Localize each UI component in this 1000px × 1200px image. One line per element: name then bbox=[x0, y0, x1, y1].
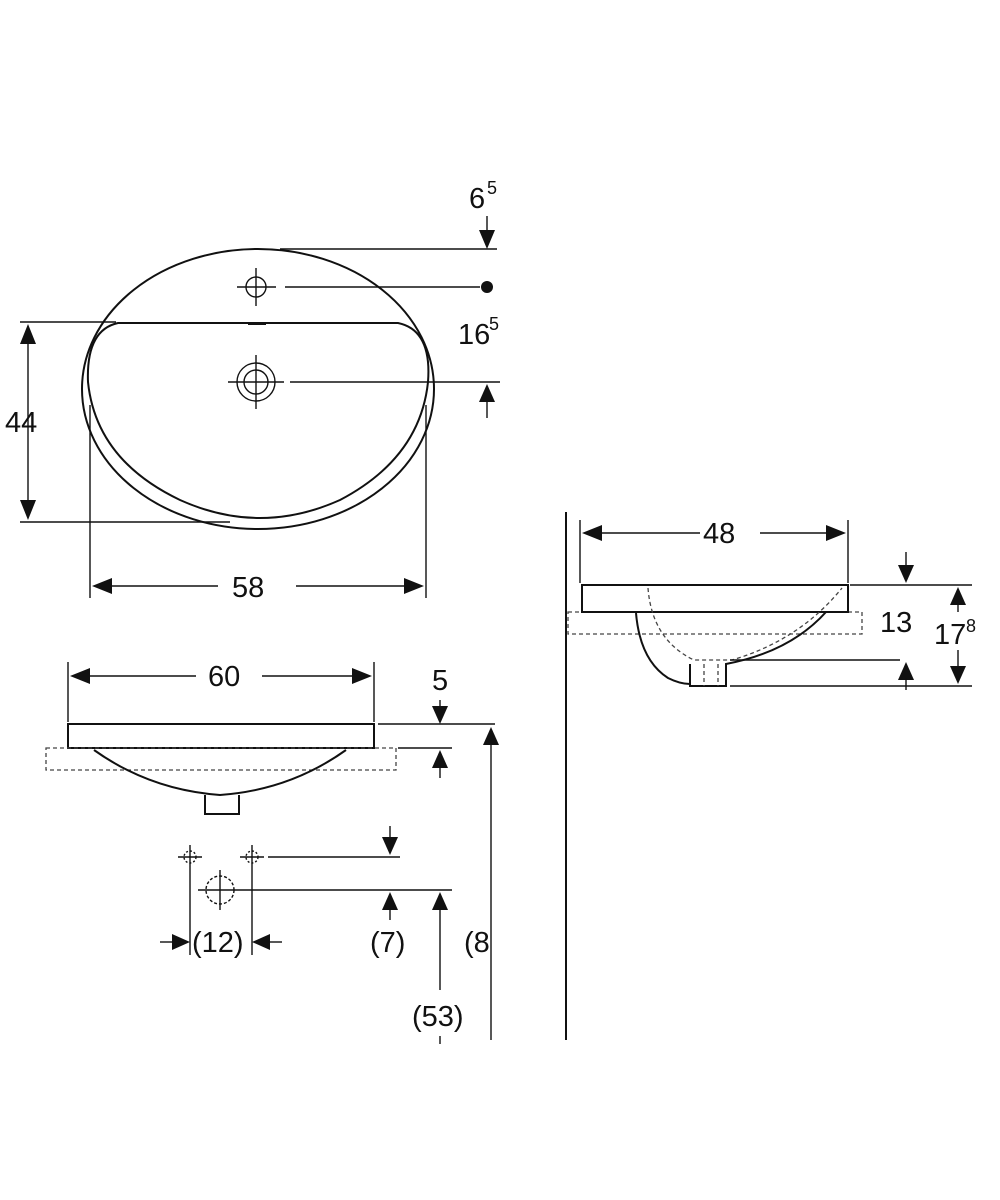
basin-inner-bowl bbox=[86, 322, 430, 519]
rim-height-label: 5 bbox=[432, 665, 448, 697]
supply-symbol-right bbox=[240, 845, 264, 869]
waste-symbol bbox=[198, 870, 242, 910]
tap-hole bbox=[237, 268, 276, 306]
drain-offset-sup: 5 bbox=[489, 314, 499, 334]
width-label: 58 bbox=[232, 572, 264, 604]
countertop-outline bbox=[45, 747, 397, 771]
front-bowl bbox=[93, 749, 347, 797]
drain-offset-label: 16 bbox=[458, 319, 490, 351]
supply-symbol-left bbox=[178, 845, 202, 869]
top-view: 44 58 6 5 16 5 bbox=[5, 178, 500, 604]
floor-height-label: (8 bbox=[464, 927, 490, 959]
waste-height-label: (7) bbox=[370, 927, 405, 959]
waste-floor-label: (53) bbox=[412, 1001, 464, 1033]
total-height-sup: 8 bbox=[966, 616, 976, 636]
drain-hole bbox=[228, 355, 284, 409]
front-width-label: 60 bbox=[208, 661, 240, 693]
bowl-depth-label: 13 bbox=[880, 607, 912, 639]
front-rim bbox=[67, 723, 375, 749]
tap-hole-reference-dot bbox=[481, 281, 493, 293]
front-waste-outlet bbox=[204, 795, 240, 815]
waste-spacing-label: (12) bbox=[192, 927, 244, 959]
side-view: 48 13 17 8 bbox=[565, 512, 976, 1040]
side-depth-label: 48 bbox=[703, 518, 735, 550]
total-height-label: 17 bbox=[934, 619, 966, 651]
front-view: 60 5 (8 bbox=[45, 661, 499, 1044]
side-rim bbox=[581, 584, 849, 613]
side-bowl bbox=[635, 611, 827, 687]
tap-offset-sup: 5 bbox=[487, 178, 497, 198]
depth-label: 44 bbox=[5, 407, 37, 439]
tap-offset-label: 6 bbox=[469, 183, 485, 215]
side-countertop-outline bbox=[567, 611, 863, 635]
basin-outer-rim bbox=[81, 248, 435, 530]
